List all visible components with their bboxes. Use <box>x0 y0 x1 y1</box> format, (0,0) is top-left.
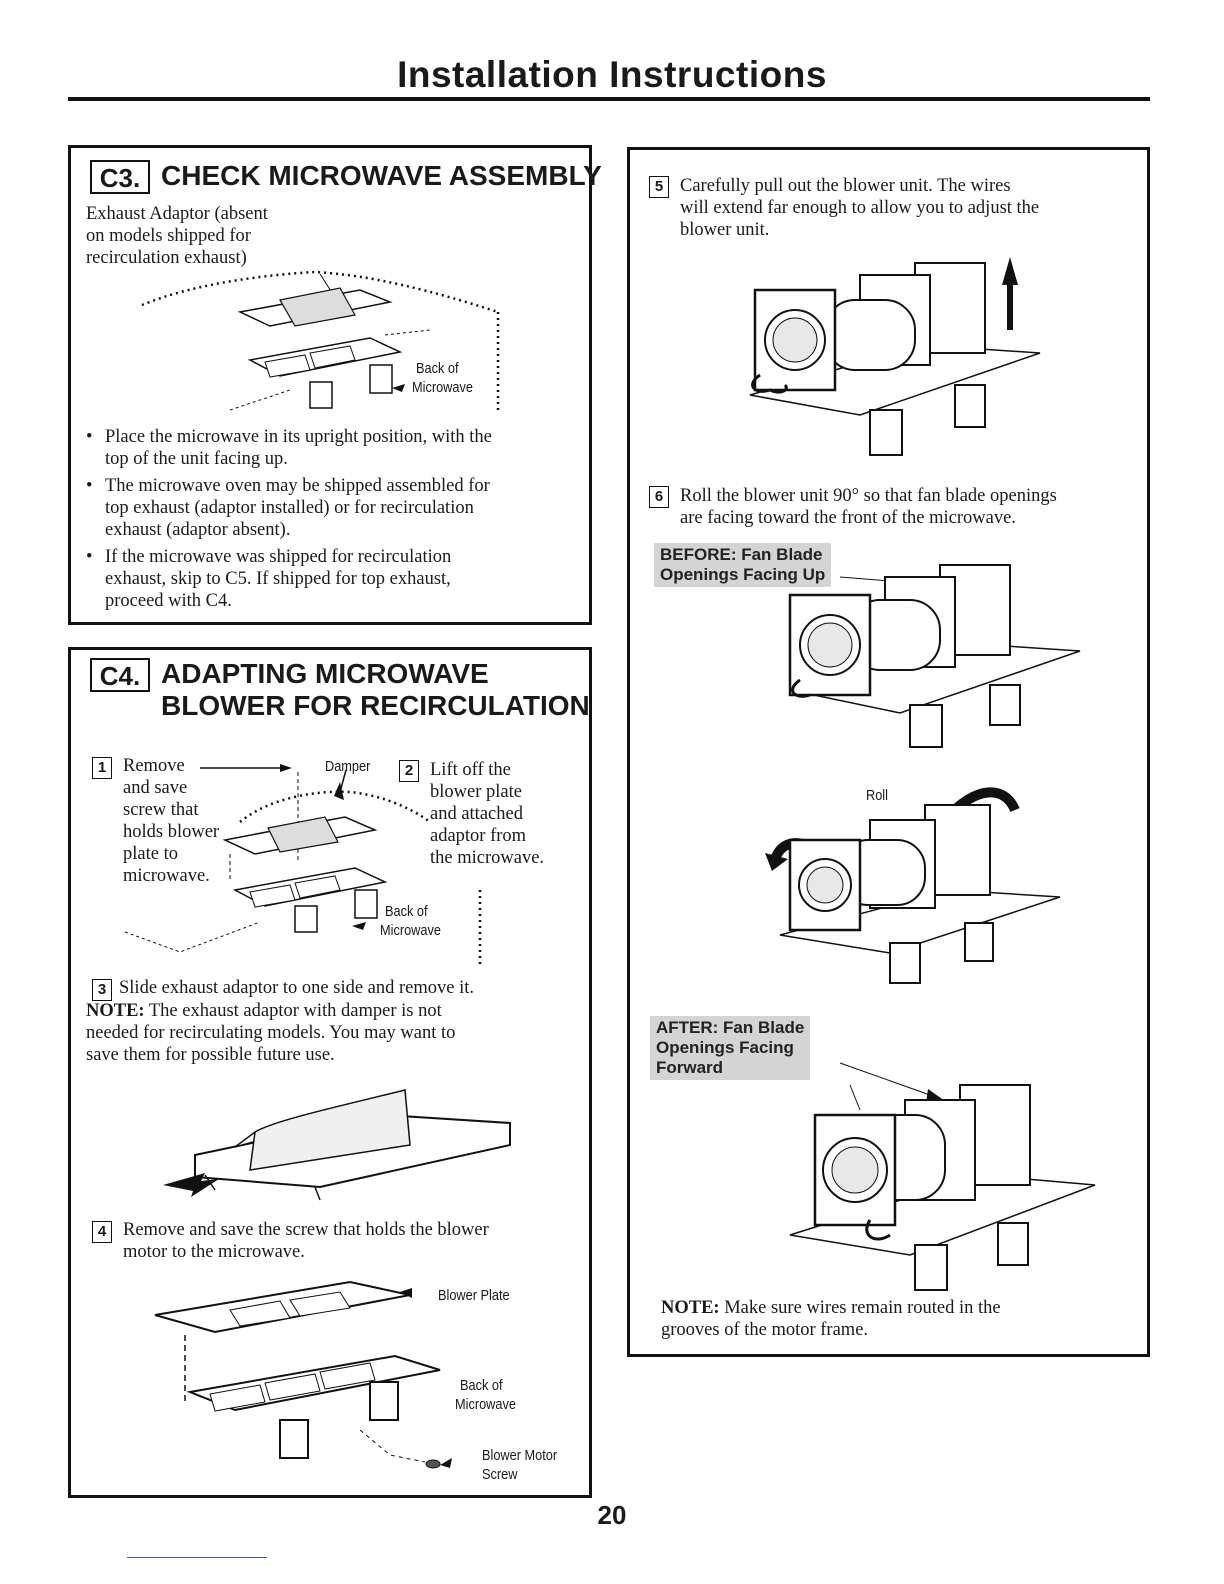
c4-step-2-number: 2 <box>399 760 419 782</box>
c3-bullet-2-dot: • <box>86 476 93 496</box>
c3-bullet-2-line-2: top exhaust (adaptor installed) or for r… <box>105 498 474 518</box>
step-6-roll-illustration <box>765 787 1061 984</box>
c4-step-2-line-1: Lift off the <box>430 760 511 780</box>
c4-label-blower-plate: Blower Plate <box>438 1287 510 1304</box>
step-6-number: 6 <box>649 486 669 508</box>
c4-label-microwave-a: Microwave <box>380 922 441 939</box>
c3-bullet-1-line-2: top of the unit facing up. <box>105 449 288 469</box>
c4-step-4-line-1: Remove and save the screw that holds the… <box>123 1220 489 1240</box>
c4-step-3-number: 3 <box>92 979 112 1001</box>
c4-note-label: NOTE: <box>86 1001 145 1021</box>
c4-blower-plate-illustration <box>154 1280 452 1469</box>
c3-bullet-2-line-3: exhaust (adaptor absent). <box>105 520 291 540</box>
c4-step-2-line-3: and attached <box>430 804 523 824</box>
step-5-blower-unit-illustration <box>749 257 1041 456</box>
c3-caption-line-1: Exhaust Adaptor (absent <box>86 204 268 224</box>
step-5-number: 5 <box>649 176 669 198</box>
c4-step-1-line-1: Remove <box>123 756 185 776</box>
c3-bullet-3-line-2: exhaust, skip to C5. If shipped for top … <box>105 569 451 589</box>
step-5-line-2: will extend far enough to allow you to a… <box>680 198 1040 218</box>
after-callout-line-1: AFTER: Fan Blade <box>656 1018 805 1037</box>
c4-step-1-line-5: plate to <box>123 844 178 864</box>
section-c3-code: C3. <box>90 160 150 194</box>
section-c3 <box>68 145 592 625</box>
c3-bullet-3-dot: • <box>86 547 93 567</box>
c4-step-1-number: 1 <box>92 757 112 779</box>
c3-caption-line-3: recirculation exhaust) <box>86 248 247 268</box>
c4-label-screw: Screw <box>482 1466 518 1483</box>
before-callout-line-2: Openings Facing Up <box>660 565 826 584</box>
after-callout-line-3: Forward <box>656 1058 724 1077</box>
c4-label-back-of-b: Back of <box>460 1377 503 1394</box>
section-c4-continued <box>627 147 1150 1357</box>
c4-step-2-line-5: the microwave. <box>430 848 545 868</box>
c4-label-back-of-a: Back of <box>385 903 428 920</box>
step-5-line-1: Carefully pull out the blower unit. The … <box>680 176 1011 196</box>
c3-bullet-2-line-1: The microwave oven may be shipped assemb… <box>105 476 490 496</box>
before-callout-line-1: BEFORE: Fan Blade <box>660 545 823 564</box>
c4-step-1-line-2: and save <box>123 778 188 798</box>
right-note-line-1: Make sure wires remain routed in the <box>719 1298 1001 1318</box>
section-c4 <box>68 647 592 1498</box>
title-rule <box>68 97 1150 101</box>
right-note-label: NOTE: <box>661 1298 720 1318</box>
c4-step-4-number: 4 <box>92 1221 112 1243</box>
c4-note-line-2: needed for recirculating models. You may… <box>86 1023 456 1043</box>
c4-step-2-line-2: blower plate <box>430 782 522 802</box>
c4-step-1-line-4: holds blower <box>123 822 220 842</box>
page-title: Installation Instructions <box>397 54 827 95</box>
step-5-line-3: blower unit. <box>680 220 770 240</box>
c4-slide-adaptor-illustration <box>163 1089 511 1201</box>
c4-step-4-line-2: motor to the microwave. <box>123 1242 305 1262</box>
c3-label-microwave: Microwave <box>412 379 473 396</box>
c4-step-2-line-4: adaptor from <box>430 826 527 846</box>
section-c4-code: C4. <box>90 658 150 692</box>
section-c4-heading-line-1: ADAPTING MICROWAVE <box>161 658 489 689</box>
c4-note: NOTE: The exhaust adaptor with damper is… <box>86 1000 442 1023</box>
c4-note-line-1: The exhaust adaptor with damper is not <box>144 1001 442 1021</box>
c3-bullet-3-line-1: If the microwave was shipped for recircu… <box>105 547 452 567</box>
section-c4-heading-line-2: BLOWER FOR RECIRCULATION <box>161 690 590 721</box>
page-number: 20 <box>597 1500 627 1530</box>
right-note: NOTE: Make sure wires remain routed in t… <box>661 1297 1001 1320</box>
c4-label-damper: Damper <box>325 758 371 775</box>
c3-label-back-of: Back of <box>416 360 459 377</box>
step-6-after-illustration <box>789 1062 1096 1291</box>
c4-label-microwave-b: Microwave <box>455 1396 516 1413</box>
step-6-before-illustration <box>788 564 1081 748</box>
c4-step-1-line-6: microwave. <box>123 866 210 886</box>
c4-step-3-line-1: Slide exhaust adaptor to one side and re… <box>119 978 475 998</box>
c3-bullet-1-dot: • <box>86 427 93 447</box>
footer-link-line <box>127 1557 267 1558</box>
c4-step-1-line-3: screw that <box>123 800 199 820</box>
c3-exhaust-adaptor-illustration <box>141 270 500 411</box>
c3-bullet-1-line-1: Place the microwave in its upright posit… <box>105 427 492 447</box>
after-callout-line-2: Openings Facing <box>656 1038 794 1057</box>
c4-label-blower-motor: Blower Motor <box>482 1447 558 1464</box>
right-note-line-2: grooves of the motor frame. <box>661 1320 869 1340</box>
step-6-line-2: are facing toward the front of the micro… <box>680 508 1016 528</box>
c4-remove-plate-illustration <box>124 764 482 967</box>
step-6-line-1: Roll the blower unit 90° so that fan bla… <box>680 486 1057 506</box>
c3-bullet-3-line-3: proceed with C4. <box>105 591 232 611</box>
section-c3-heading: CHECK MICROWAVE ASSEMBLY <box>161 160 602 191</box>
c4-note-line-3: save them for possible future use. <box>86 1045 335 1065</box>
c3-caption-line-2: on models shipped for <box>86 226 251 246</box>
roll-label: Roll <box>866 787 888 804</box>
